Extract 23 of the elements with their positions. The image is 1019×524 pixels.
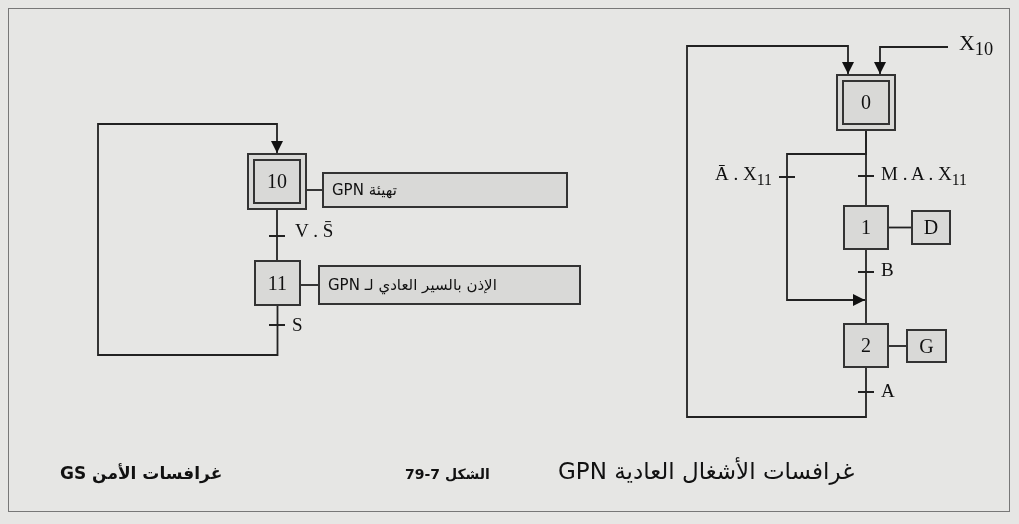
action-box: الإذن بالسير العادي لـ GPN [318, 265, 581, 305]
arrow [874, 46, 949, 75]
connector-line [306, 189, 323, 191]
figure-caption: غرافسات الأمن GS [60, 463, 223, 483]
arrow [97, 123, 283, 356]
connector-line [300, 284, 319, 286]
connector-line [888, 226, 912, 229]
step-box: 1 [843, 205, 889, 250]
step-box: 11 [254, 260, 301, 306]
action-box: G [906, 329, 947, 363]
connector-line [276, 209, 278, 261]
action-box: تهيئة GPN [322, 172, 568, 208]
step-box: 2 [843, 323, 889, 368]
connector-line [865, 249, 867, 324]
variable-label: X$_{10}$ [948, 30, 1004, 60]
action-box: D [911, 210, 951, 245]
figure-caption: غرافسات الأشغال العادية GPN [558, 458, 855, 484]
arrow [786, 130, 867, 306]
initial-step-box: 0 [836, 74, 896, 131]
initial-step-box: 10 [247, 153, 307, 210]
connector-line [888, 345, 907, 347]
arrow [686, 45, 867, 418]
figure-caption: الشكل 7-79 [405, 466, 490, 482]
